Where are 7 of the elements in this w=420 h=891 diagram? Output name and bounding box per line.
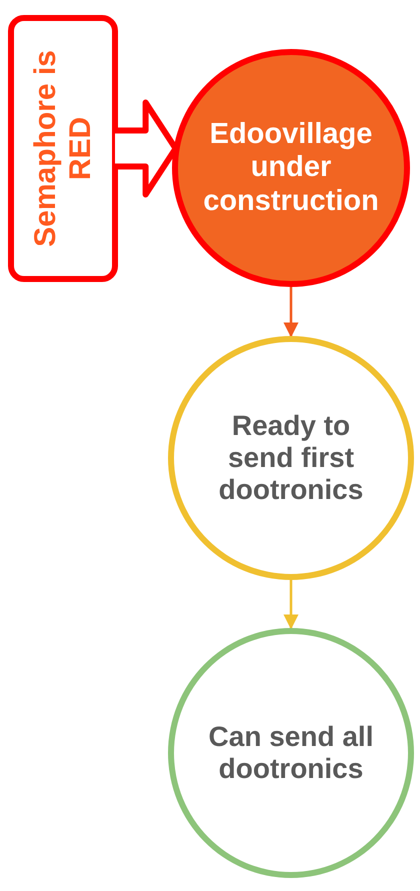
node-label: Can send all dootronics: [208, 720, 374, 786]
callout-box: [8, 15, 118, 282]
node-label: Edoovillage under construction: [202, 118, 380, 218]
node-label: Semaphore is RED: [28, 49, 97, 249]
arrow: [284, 287, 298, 338]
arrow: [284, 580, 298, 630]
node-label: Ready to send first dootronics: [218, 410, 364, 506]
